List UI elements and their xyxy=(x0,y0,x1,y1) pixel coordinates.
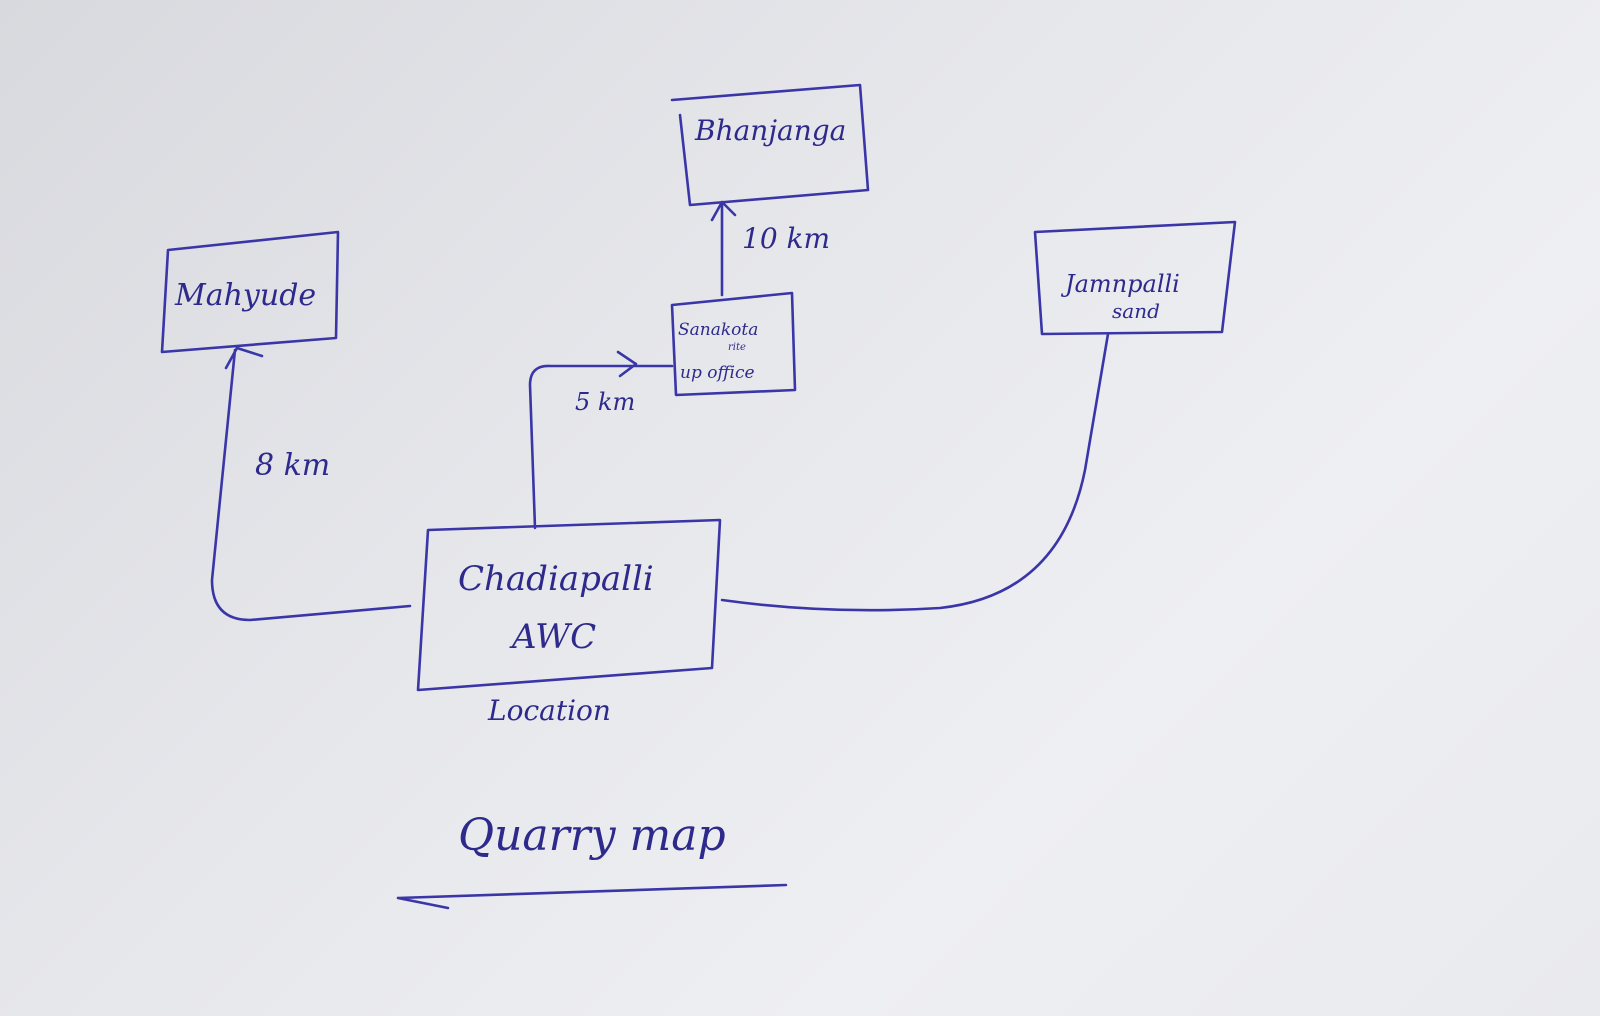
diagram-title: Quarry map xyxy=(396,810,788,910)
title-underline-arrow xyxy=(396,883,788,910)
node-mahyude-label: Mahyude xyxy=(174,278,316,313)
edge-center-sanakota: 5 km xyxy=(528,350,674,530)
node-chadiapalli-awc: Chadiapalli AWC Location xyxy=(416,518,722,727)
edge-center-mahyude: 8 km xyxy=(210,346,412,622)
distance-label-10km: 10 km xyxy=(742,222,830,255)
node-mahyude: Mahyude xyxy=(160,230,340,354)
node-jamnpalli-label-1: Jamnpalli xyxy=(1060,270,1180,298)
distance-label-5km: 5 km xyxy=(575,388,635,416)
edge-sanakota-bhanjanga: 10 km xyxy=(710,200,830,297)
edge-center-jamnpalli xyxy=(720,332,1110,612)
node-sanakota-label-2: rite xyxy=(728,342,746,353)
location-caption: Location xyxy=(487,694,611,727)
node-jamnpalli: Jamnpalli sand xyxy=(1033,220,1237,336)
title-text: Quarry map xyxy=(458,810,726,861)
node-sanakota-label-3: up office xyxy=(680,363,755,383)
node-center-label-2: AWC xyxy=(509,617,596,657)
node-bhanjanga-label: Bhanjanga xyxy=(694,114,846,147)
node-jamnpalli-label-2: sand xyxy=(1112,299,1160,323)
node-bhanjanga: Bhanjanga xyxy=(670,83,870,207)
node-center-label-1: Chadiapalli xyxy=(458,559,654,599)
distance-label-8km: 8 km xyxy=(255,448,330,483)
node-sanakota: Sanakota rite up office xyxy=(670,291,797,397)
node-sanakota-label-1: Sanakota xyxy=(678,320,758,340)
